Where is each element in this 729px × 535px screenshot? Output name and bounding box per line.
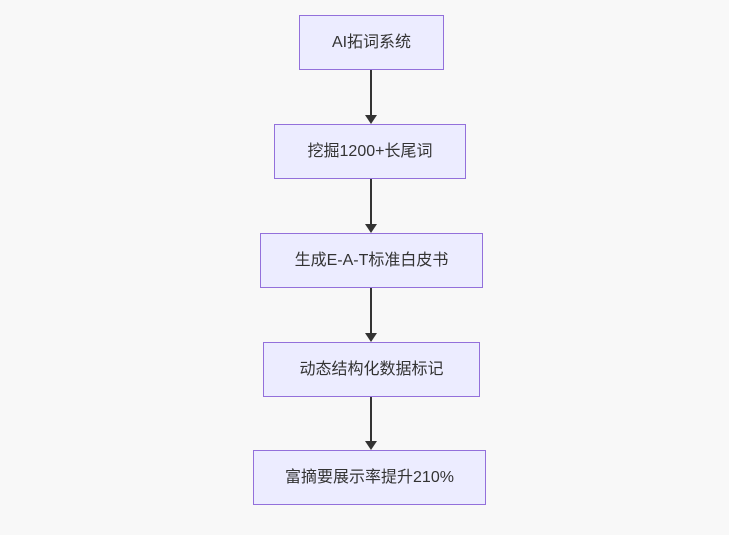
node-label: 动态结构化数据标记 [299, 360, 444, 378]
node-label: 富摘要展示率提升210% [285, 468, 454, 486]
arrow-head-icon [365, 115, 377, 124]
node-label: 生成E-A-T标准白皮书 [294, 251, 449, 269]
arrow-line [370, 397, 372, 441]
flowchart-node-rich-snippet-rate: 富摘要展示率提升210% [253, 450, 486, 505]
arrow-line [370, 288, 372, 333]
flowchart-node-ai-word-expansion-system: AI拓词系统 [299, 15, 444, 70]
flowchart-node-eat-whitepaper: 生成E-A-T标准白皮书 [260, 233, 483, 288]
node-label: 挖掘1200+长尾词 [307, 142, 433, 160]
flowchart-node-longtail-keywords: 挖掘1200+长尾词 [274, 124, 466, 179]
arrow-line [370, 70, 372, 115]
node-label: AI拓词系统 [331, 33, 412, 51]
flowchart-edge-3 [365, 288, 377, 342]
flowchart-edge-1 [365, 70, 377, 124]
arrow-head-icon [365, 333, 377, 342]
arrow-head-icon [365, 224, 377, 233]
flowchart-edge-2 [365, 179, 377, 233]
arrow-line [370, 179, 372, 224]
flowchart-node-structured-data-markup: 动态结构化数据标记 [263, 342, 480, 397]
arrow-head-icon [365, 441, 377, 450]
flowchart-edge-4 [365, 397, 377, 450]
